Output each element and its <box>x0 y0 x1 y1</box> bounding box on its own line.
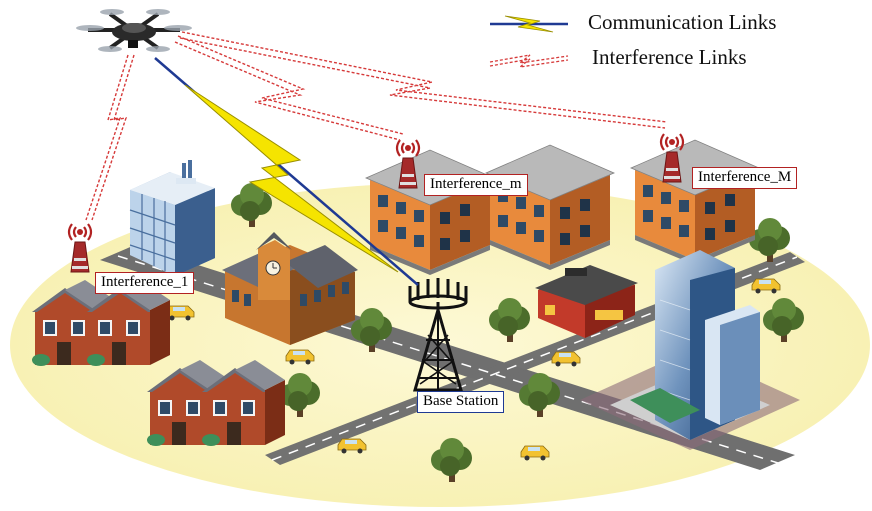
skyscraper <box>580 250 800 450</box>
legend-communication-symbol <box>490 15 568 33</box>
legend-interference-label: Interference Links <box>592 45 747 69</box>
tower-icon <box>408 278 468 392</box>
interference-links <box>85 31 668 221</box>
label-interference-m: Interference_m <box>424 174 528 196</box>
communication-link <box>154 57 419 286</box>
label-interference-M: Interference_M <box>692 167 798 189</box>
shop-building <box>535 265 638 338</box>
label-base-station: Base Station <box>417 391 505 413</box>
drone-icon <box>76 9 192 52</box>
town-hall <box>222 232 358 345</box>
legend-communication-label: Communication Links <box>588 10 777 34</box>
office-building <box>129 160 215 276</box>
label-interference-1: Interference_1 <box>95 272 195 294</box>
legend-interference-symbol <box>489 54 569 68</box>
